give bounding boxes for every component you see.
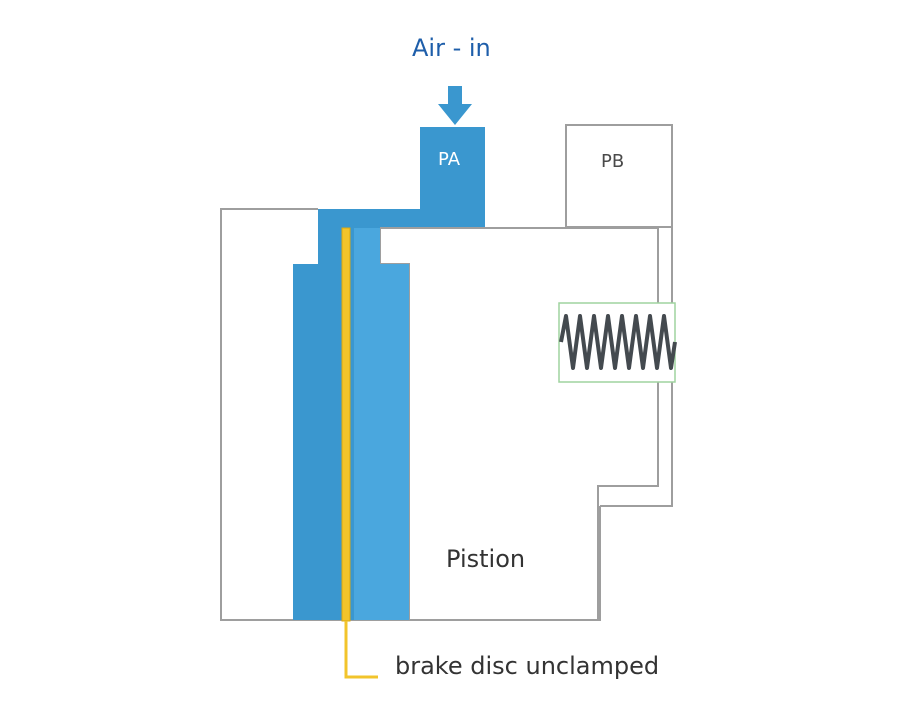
pa-label: PA <box>438 149 461 170</box>
housing-outline <box>220 208 601 621</box>
brake-pad-right <box>354 228 409 620</box>
brake-disc-leader <box>344 621 378 679</box>
spring-icon <box>559 314 677 370</box>
air-in-label: Air - in <box>412 34 491 62</box>
pb-label: PB <box>601 151 625 172</box>
pb-chamber <box>565 124 673 228</box>
arrow-down-icon <box>438 86 472 125</box>
piston-label: Pistion <box>446 545 526 573</box>
brake-disc-label: brake disc unclamped <box>395 652 660 680</box>
brake-disc <box>341 227 351 622</box>
